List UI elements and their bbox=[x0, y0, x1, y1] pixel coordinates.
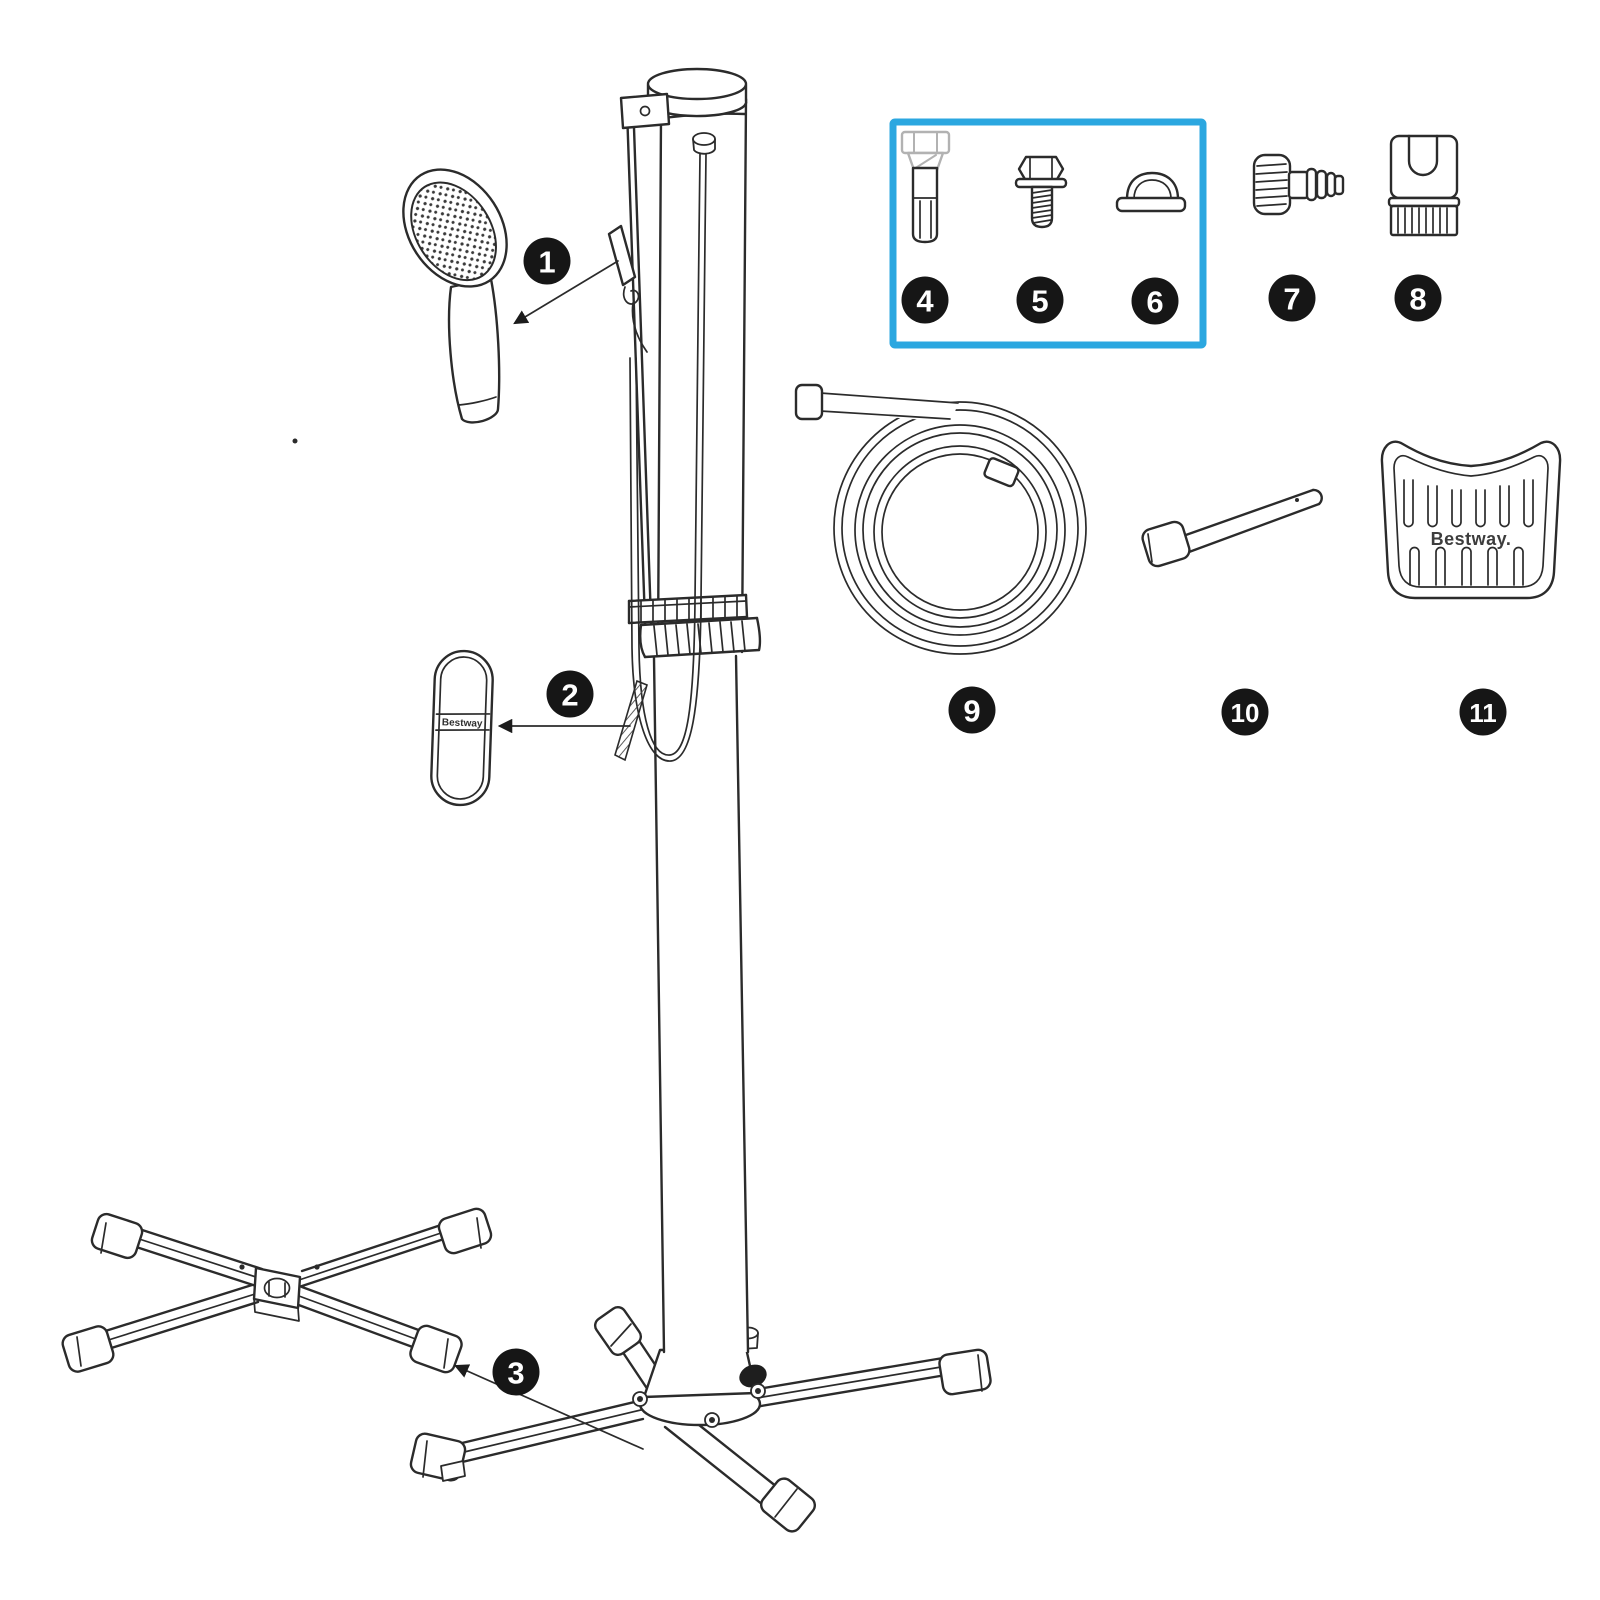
callout-3-badge bbox=[492, 1348, 540, 1396]
tap-adapter bbox=[1252, 153, 1345, 216]
callout-6: 6 bbox=[1131, 277, 1179, 325]
column-hose bbox=[614, 153, 707, 762]
hand-shower-head bbox=[402, 168, 508, 424]
callout-5-number: 5 bbox=[1031, 284, 1048, 319]
callout-11-badge bbox=[1459, 688, 1507, 736]
callout-5-badge bbox=[1016, 276, 1064, 324]
pad-brand-text: Bestway bbox=[442, 717, 483, 729]
tray-slots-bottom bbox=[1409, 546, 1524, 586]
callout-1-number: 1 bbox=[538, 245, 555, 280]
callout-4-badge bbox=[901, 276, 949, 324]
connector-ribs bbox=[1397, 207, 1448, 234]
solar-tank bbox=[619, 67, 748, 654]
print-dot bbox=[292, 438, 298, 444]
callout-9-number: 9 bbox=[963, 694, 980, 729]
base-cup bbox=[642, 1346, 758, 1399]
callout-11-number: 11 bbox=[1469, 698, 1497, 728]
callout-3: 3 bbox=[492, 1348, 540, 1396]
callout-4-number: 4 bbox=[916, 284, 934, 319]
callout-8: 8 bbox=[1394, 274, 1442, 322]
short-hex-bolt bbox=[1014, 155, 1068, 229]
tank-bracket bbox=[619, 92, 671, 130]
callout-6-badge bbox=[1131, 277, 1179, 325]
callout-9-badge bbox=[948, 686, 996, 734]
cross-base-leg-upleft bbox=[90, 1212, 264, 1288]
hardware-highlight-box bbox=[889, 118, 1207, 349]
shower-holder bbox=[607, 224, 648, 353]
soap-tray: Bestway. bbox=[1380, 440, 1562, 600]
callout-2-number: 2 bbox=[561, 678, 578, 713]
hose-end-strap bbox=[614, 679, 648, 762]
hose-quick-connector bbox=[1387, 134, 1461, 237]
callout-3-number: 3 bbox=[507, 1356, 524, 1391]
tray-brand-text: Bestway. bbox=[1431, 529, 1512, 549]
tank-collar bbox=[627, 593, 762, 659]
base-knob bbox=[739, 1364, 767, 1388]
callout-10-badge bbox=[1221, 688, 1269, 736]
hose-end-fitting-inner bbox=[983, 457, 1020, 488]
bolt-threads bbox=[1031, 189, 1053, 224]
support-tube bbox=[1141, 488, 1323, 568]
callout-1-badge bbox=[523, 237, 571, 285]
column-base-assembly bbox=[409, 1305, 992, 1533]
cross-base-leg-downright bbox=[294, 1285, 463, 1374]
foot-pad: Bestway bbox=[430, 649, 494, 807]
arrow-3 bbox=[454, 1364, 644, 1450]
cross-base-leg-upright bbox=[294, 1207, 493, 1290]
callout-4: 4 bbox=[901, 276, 949, 324]
callout-arrows bbox=[454, 260, 644, 1450]
hose-end-fitting-left bbox=[794, 383, 824, 421]
callout-10: 10 bbox=[1221, 688, 1269, 736]
callout-8-number: 8 bbox=[1409, 282, 1426, 317]
cross-base bbox=[61, 1207, 493, 1374]
callout-6-number: 6 bbox=[1146, 285, 1163, 320]
callout-7-number: 7 bbox=[1283, 282, 1300, 317]
callout-2-badge bbox=[546, 670, 594, 718]
callout-1: 1 bbox=[523, 237, 571, 285]
callout-2: 2 bbox=[546, 670, 594, 718]
base-leg-front bbox=[663, 1407, 817, 1533]
base-lug-bolts bbox=[632, 1383, 766, 1428]
shower-hose-coil bbox=[794, 383, 1087, 655]
adapter-knurl bbox=[1255, 163, 1288, 207]
callout-11: 11 bbox=[1459, 688, 1507, 736]
cross-base-hub bbox=[239, 1264, 320, 1322]
tank-cap bbox=[646, 67, 748, 118]
callout-8-badge bbox=[1394, 274, 1442, 322]
tray-slots-top bbox=[1403, 479, 1534, 528]
base-leg-left bbox=[409, 1397, 649, 1482]
long-hex-bolt bbox=[900, 130, 951, 244]
cross-base-leg-downleft bbox=[61, 1283, 260, 1373]
callout-7: 7 bbox=[1268, 274, 1316, 322]
callout-9: 9 bbox=[948, 686, 996, 734]
callouts: 1 2 3 4 5 6 7 8 bbox=[492, 237, 1507, 1396]
hose-outlet bbox=[692, 132, 716, 155]
collar-notches bbox=[653, 620, 746, 656]
callout-10-number: 10 bbox=[1231, 698, 1260, 728]
callout-5: 5 bbox=[1016, 276, 1064, 324]
base-leg-right bbox=[753, 1348, 992, 1409]
arrow-1 bbox=[513, 260, 619, 325]
column-lower-tube bbox=[652, 654, 750, 1354]
callout-7-badge bbox=[1268, 274, 1316, 322]
cap-nut bbox=[1115, 171, 1187, 213]
